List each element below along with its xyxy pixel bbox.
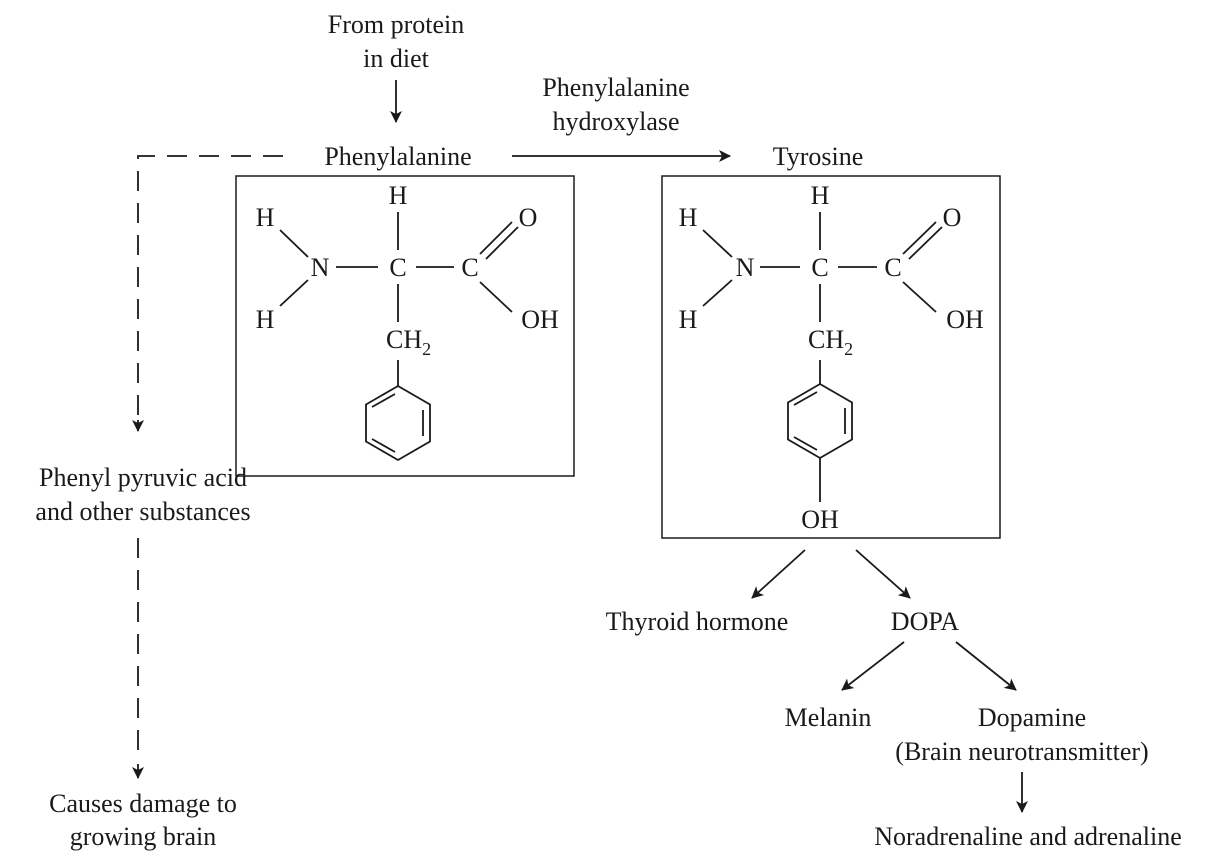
tyr-alpha-carbon: C bbox=[811, 253, 828, 282]
phenylalanine-structure: H H N C C O H OH CH2 bbox=[256, 181, 559, 462]
phe-oxygen: O bbox=[519, 203, 538, 232]
tyr-ch2: CH2 bbox=[808, 325, 853, 359]
phe-bond-c-oh bbox=[479, 281, 513, 313]
damage-label-line1: Causes damage to bbox=[49, 789, 237, 818]
phe-bond-h-n-lower bbox=[279, 279, 309, 307]
phe-bond-co-2 bbox=[485, 226, 519, 260]
enzyme-label-line1: Phenylalanine bbox=[542, 73, 689, 102]
phe-top-h: H bbox=[389, 181, 408, 210]
dopamine-note-label: (Brain neurotransmitter) bbox=[895, 737, 1148, 766]
phe-upper-h: H bbox=[256, 203, 275, 232]
tyr-top-h: H bbox=[811, 181, 830, 210]
source-label-line1: From protein bbox=[328, 10, 465, 39]
phenylalanine-label: Phenylalanine bbox=[324, 142, 471, 171]
tyr-bond-h-n-lower bbox=[702, 279, 733, 307]
phe-lower-h: H bbox=[256, 305, 275, 334]
tyr-ring-double-bond-3 bbox=[793, 436, 818, 451]
tyr-carboxyl-carbon: C bbox=[884, 253, 901, 282]
phenylpyruvic-dashed-path bbox=[137, 155, 283, 420]
phe-benzene-ring bbox=[365, 384, 431, 462]
phe-carboxyl-carbon: C bbox=[461, 253, 478, 282]
phe-ring-double-bond-3 bbox=[371, 438, 396, 453]
tyr-bond-co-2 bbox=[908, 226, 943, 260]
noradrenaline-label: Noradrenaline and adrenaline bbox=[874, 822, 1182, 851]
melanin-arrow bbox=[841, 641, 905, 691]
phe-nitrogen: N bbox=[311, 253, 330, 282]
dopa-arrow bbox=[855, 549, 911, 599]
tyr-bond-h-n-upper bbox=[702, 229, 733, 258]
tyr-lower-h: H bbox=[679, 305, 698, 334]
dopa-label: DOPA bbox=[891, 607, 960, 636]
tyr-upper-h: H bbox=[679, 203, 698, 232]
thyroid-arrow bbox=[751, 549, 806, 599]
dopamine-label: Dopamine bbox=[978, 703, 1086, 732]
tyrosine-structure: H H N C C O H OH CH2 OH bbox=[679, 181, 984, 534]
phe-alpha-carbon: C bbox=[389, 253, 406, 282]
tyr-nitrogen: N bbox=[736, 253, 755, 282]
phe-bond-co-1 bbox=[479, 221, 513, 255]
pyruvic-label-line2: and other substances bbox=[35, 497, 250, 526]
phe-hydroxyl: OH bbox=[521, 305, 559, 334]
damage-label-line2: growing brain bbox=[70, 822, 217, 851]
tyr-benzene-ring bbox=[787, 382, 853, 460]
tyr-oxygen: O bbox=[943, 203, 962, 232]
tyrosine-structure-box bbox=[661, 175, 1001, 539]
dopamine-arrow bbox=[955, 641, 1017, 691]
tyr-ring-hydroxyl: OH bbox=[801, 505, 839, 534]
source-label-line2: in diet bbox=[363, 44, 429, 73]
phe-bond-h-n-upper bbox=[279, 229, 309, 258]
phenylalanine-structure-box bbox=[235, 175, 575, 477]
enzyme-label-line2: hydroxylase bbox=[552, 107, 679, 136]
tyrosine-label: Tyrosine bbox=[773, 142, 864, 171]
phe-ring-double-bond-2 bbox=[371, 393, 396, 408]
tyr-bond-co-1 bbox=[902, 221, 937, 255]
phe-ch2: CH2 bbox=[386, 325, 431, 359]
tyr-hydroxyl: OH bbox=[946, 305, 984, 334]
tyr-bond-c-oh bbox=[902, 281, 937, 313]
melanin-label: Melanin bbox=[785, 703, 872, 732]
pyruvic-label-line1: Phenyl pyruvic acid bbox=[39, 463, 247, 492]
tyr-ring-double-bond-2 bbox=[793, 391, 818, 406]
thyroid-hormone-label: Thyroid hormone bbox=[606, 607, 789, 636]
